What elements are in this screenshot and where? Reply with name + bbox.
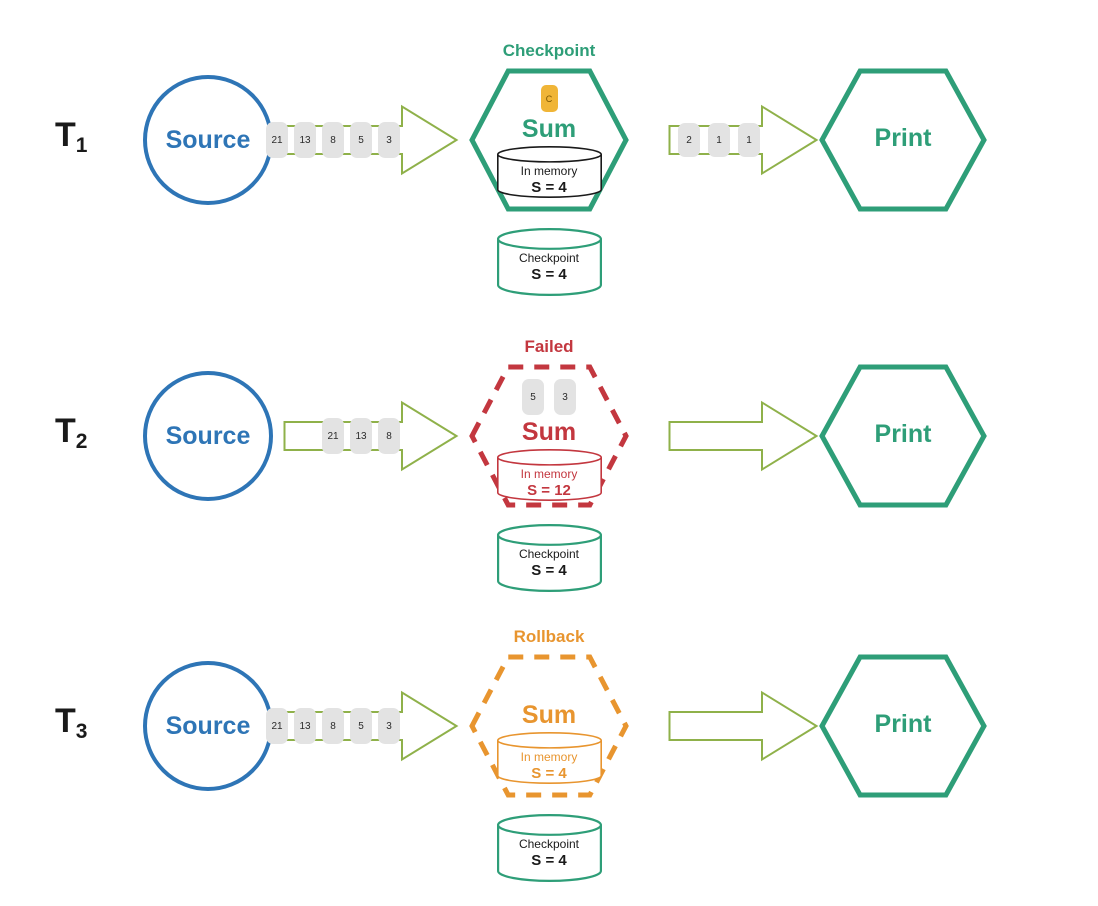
operator-node-t1[interactable] <box>468 67 630 213</box>
stream-token: 8 <box>378 418 400 454</box>
time-label-t3: T3 <box>55 702 87 744</box>
stream-token: 5 <box>350 122 372 158</box>
stream-token: 3 <box>378 122 400 158</box>
sink-label-t3: Print <box>874 710 932 738</box>
stream-token: 8 <box>322 708 344 744</box>
operator-label-t2: Sum <box>521 418 577 446</box>
output-stream-arrow-t2 <box>668 400 819 472</box>
time-label-text: T <box>55 702 76 740</box>
operator-label-t3: Sum <box>521 701 577 729</box>
inflight-token: 5 <box>522 379 544 415</box>
checkpoint-barrier-token: C <box>540 85 558 112</box>
time-label-subscript: 3 <box>75 720 88 743</box>
time-label-text: T <box>55 412 76 450</box>
source-label: Source <box>165 711 251 740</box>
stream-token: 5 <box>350 708 372 744</box>
stream-token: 8 <box>322 122 344 158</box>
operator-label-t1: Sum <box>521 115 577 143</box>
sink-label-t2: Print <box>874 420 932 448</box>
stream-token: 13 <box>294 122 316 158</box>
operator-status-title-t2: Failed <box>524 337 574 356</box>
output-stream-arrow-t3 <box>668 690 819 762</box>
stream-token: 13 <box>350 418 372 454</box>
inflight-token: 3 <box>554 379 576 415</box>
stream-token: 13 <box>294 708 316 744</box>
source-label: Source <box>165 125 251 154</box>
source-node-t2[interactable]: Source <box>143 371 273 501</box>
output-token: 2 <box>678 123 700 157</box>
sink-node-t2[interactable] <box>818 363 988 509</box>
source-label: Source <box>165 421 251 450</box>
time-label-subscript: 2 <box>75 430 88 453</box>
source-node-t1[interactable]: Source <box>143 75 273 205</box>
stream-token: 21 <box>266 708 288 744</box>
time-label-text: T <box>55 116 76 154</box>
operator-node-t2[interactable] <box>468 363 630 509</box>
sink-node-t1[interactable] <box>818 67 988 213</box>
output-token: 1 <box>708 123 730 157</box>
operator-status-title-t3: Rollback <box>513 627 585 646</box>
source-node-t3[interactable]: Source <box>143 661 273 791</box>
time-label-t2: T2 <box>55 412 87 454</box>
operator-node-t3[interactable] <box>468 653 630 799</box>
stream-token: 3 <box>378 708 400 744</box>
time-label-t1: T1 <box>55 116 87 158</box>
output-token: 1 <box>738 123 760 157</box>
sink-label-t1: Print <box>874 124 932 152</box>
time-label-subscript: 1 <box>75 134 88 157</box>
stream-token: 21 <box>266 122 288 158</box>
sink-node-t3[interactable] <box>818 653 988 799</box>
operator-status-title-t1: Checkpoint <box>502 41 596 60</box>
stream-token: 21 <box>322 418 344 454</box>
